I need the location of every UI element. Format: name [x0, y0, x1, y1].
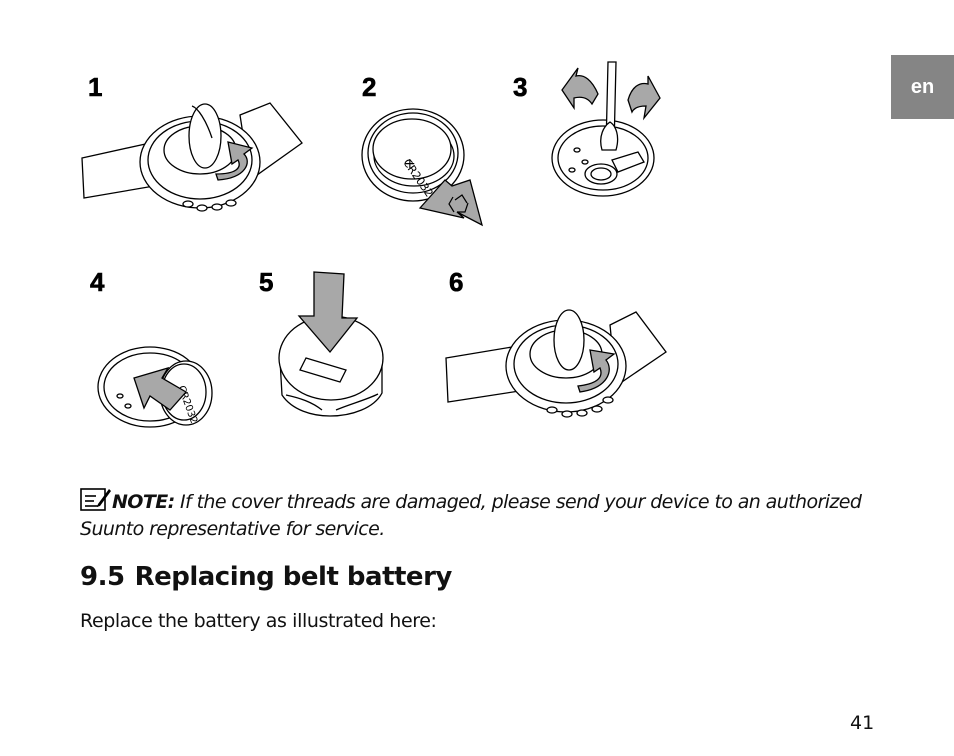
- step-number-4: 4: [90, 267, 105, 297]
- recycle-icon: [448, 194, 469, 213]
- note-paragraph: NOTE: If the cover threads are damaged, …: [80, 486, 870, 543]
- down-arrow-icon: [297, 271, 359, 354]
- section-number: 9.5: [80, 562, 125, 592]
- language-tab-label: en: [910, 75, 935, 98]
- step-number-1: 1: [88, 72, 102, 102]
- step-number-6: 6: [449, 267, 463, 297]
- left-rotate-arrow-icon: [561, 67, 599, 111]
- note-label: NOTE:: [112, 491, 175, 513]
- section-heading: 9.5 Replacing belt battery: [80, 562, 452, 592]
- note-pencil-icon: [80, 486, 112, 512]
- step6-belt-drawing: [445, 309, 667, 418]
- step1-belt-drawing: [81, 102, 303, 212]
- step3-clean-drawing: [551, 61, 655, 197]
- right-rotate-arrow-icon: [627, 75, 661, 121]
- note-text: If the cover threads are damaged, please…: [80, 491, 862, 540]
- language-tab[interactable]: en: [891, 55, 954, 119]
- recycle-arrow-icon: [418, 179, 484, 227]
- step-number-2: 2: [362, 72, 376, 102]
- rotate-arrow-icon: [577, 349, 616, 393]
- body-text: Replace the battery as illustrated here:: [80, 610, 437, 632]
- svg-text:+: +: [404, 156, 416, 172]
- step5-press-drawing: [278, 315, 384, 417]
- battery-replacement-illustration: 1 2 3 4 5 6 CR2032 +: [81, 61, 667, 428]
- step-number-5: 5: [259, 267, 273, 297]
- section-title: Replacing belt battery: [134, 562, 453, 592]
- step-number-3: 3: [513, 72, 527, 102]
- step2-battery-drawing: CR2032 +: [361, 108, 465, 202]
- page-number: 41: [850, 712, 875, 734]
- rotate-arrow-icon: [215, 141, 254, 181]
- insert-arrow-icon: [133, 366, 188, 411]
